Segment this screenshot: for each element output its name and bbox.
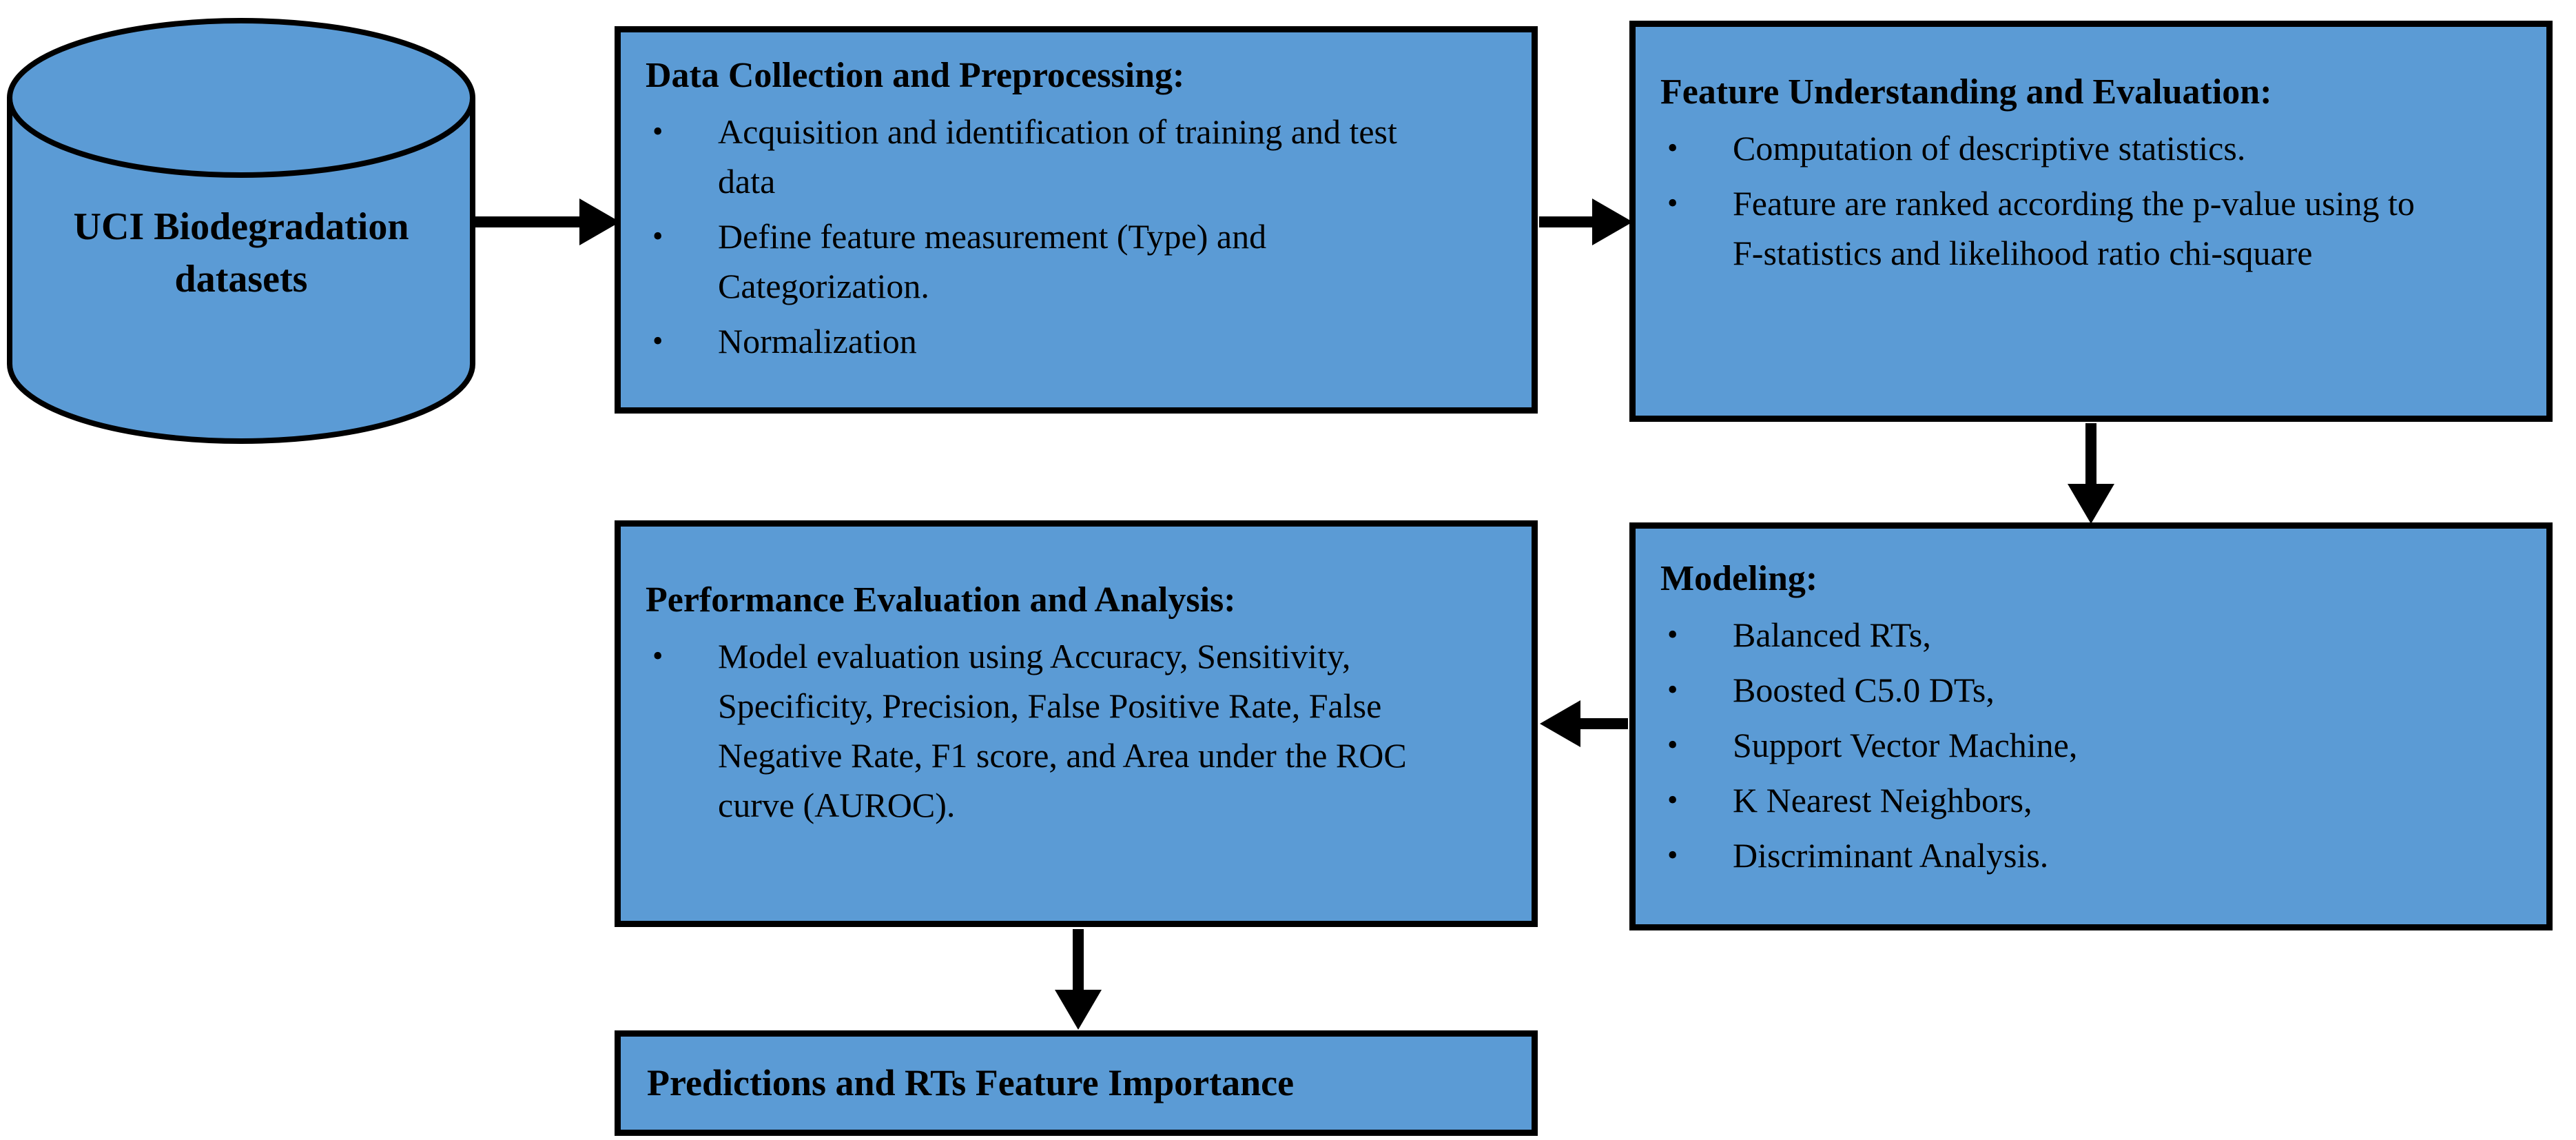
node-title: Modeling: — [1660, 559, 1818, 598]
node-title: Data Collection and Preprocessing: — [646, 56, 1185, 95]
bullet-item: • Define feature measurement (Type) and … — [646, 212, 1505, 311]
bullet-item: • K Nearest Neighbors, — [1660, 775, 2520, 825]
bullet-item: • Support Vector Machine, — [1660, 720, 2520, 770]
bullet-icon: • — [652, 639, 663, 673]
bullet-text: Normalization — [718, 322, 917, 360]
node-data-collection: Data Collection and Preprocessing: • Acq… — [615, 26, 1538, 414]
bullet-item: • Computation of descriptive statistics. — [1660, 123, 2520, 173]
bullet-item: • Discriminant Analysis. — [1660, 831, 2520, 880]
bullet-icon: • — [652, 114, 663, 148]
node-modeling: Modeling: • Balanced RTs, • Boosted C5.0… — [1629, 522, 2553, 930]
arrow-modeling-to-performance — [1540, 700, 1628, 747]
bullet-item: • Balanced RTs, — [1660, 610, 2520, 660]
bullet-icon: • — [652, 219, 663, 253]
bullet-text: Discriminant Analysis. — [1733, 836, 2049, 875]
bullet-text: K Nearest Neighbors, — [1733, 781, 2032, 820]
bullet-list: • Balanced RTs, • Boosted C5.0 DTs, • Su… — [1660, 610, 2520, 880]
bullet-list: • Acquisition and identification of trai… — [646, 107, 1505, 366]
bullet-icon: • — [1667, 673, 1678, 706]
bullet-icon: • — [652, 324, 663, 358]
bullet-text: Model evaluation using Accuracy, Sensiti… — [718, 637, 1407, 824]
bullet-icon: • — [1667, 186, 1678, 220]
datastore-node: UCI Biodegradation datasets — [0, 0, 482, 455]
node-feature-understanding: Feature Understanding and Evaluation: • … — [1629, 21, 2553, 422]
bullet-text: Computation of descriptive statistics. — [1733, 129, 2246, 167]
bullet-text: Define feature measurement (Type) and Ca… — [718, 217, 1267, 305]
arrow-performance-to-predictions — [1055, 929, 1102, 1030]
bullet-icon: • — [1667, 131, 1678, 165]
node-title: Predictions and RTs Feature Importance — [647, 1062, 1295, 1104]
arrow-feature-to-modeling — [2068, 423, 2114, 524]
bullet-text: Acquisition and identification of traini… — [718, 112, 1397, 201]
node-performance-evaluation: Performance Evaluation and Analysis: • M… — [615, 520, 1538, 927]
arrow-data-collection-to-feature — [1539, 199, 1633, 245]
bullet-icon: • — [1667, 618, 1678, 651]
bullet-item: • Model evaluation using Accuracy, Sensi… — [646, 631, 1505, 830]
bullet-icon: • — [1667, 838, 1678, 872]
bullet-item: • Boosted C5.0 DTs, — [1660, 665, 2520, 715]
bullet-list: • Model evaluation using Accuracy, Sensi… — [646, 631, 1505, 830]
bullet-text: Support Vector Machine, — [1733, 726, 2078, 764]
bullet-text: Feature are ranked according the p-value… — [1733, 184, 2415, 272]
bullet-icon: • — [1667, 728, 1678, 762]
bullet-icon: • — [1667, 783, 1678, 817]
bullet-text: Balanced RTs, — [1733, 615, 1931, 654]
bullet-item: • Acquisition and identification of trai… — [646, 107, 1505, 206]
cylinder-shape — [7, 18, 475, 444]
datastore-label: UCI Biodegradation datasets — [73, 205, 409, 301]
node-title: Feature Understanding and Evaluation: — [1660, 72, 2272, 112]
bullet-item: • Feature are ranked according the p-val… — [1660, 179, 2520, 278]
bullet-text: Boosted C5.0 DTs, — [1733, 671, 1995, 709]
bullet-list: • Computation of descriptive statistics.… — [1660, 123, 2520, 278]
node-predictions: Predictions and RTs Feature Importance — [615, 1030, 1538, 1136]
node-title: Performance Evaluation and Analysis: — [646, 580, 1236, 620]
bullet-item: • Normalization — [646, 316, 1505, 366]
